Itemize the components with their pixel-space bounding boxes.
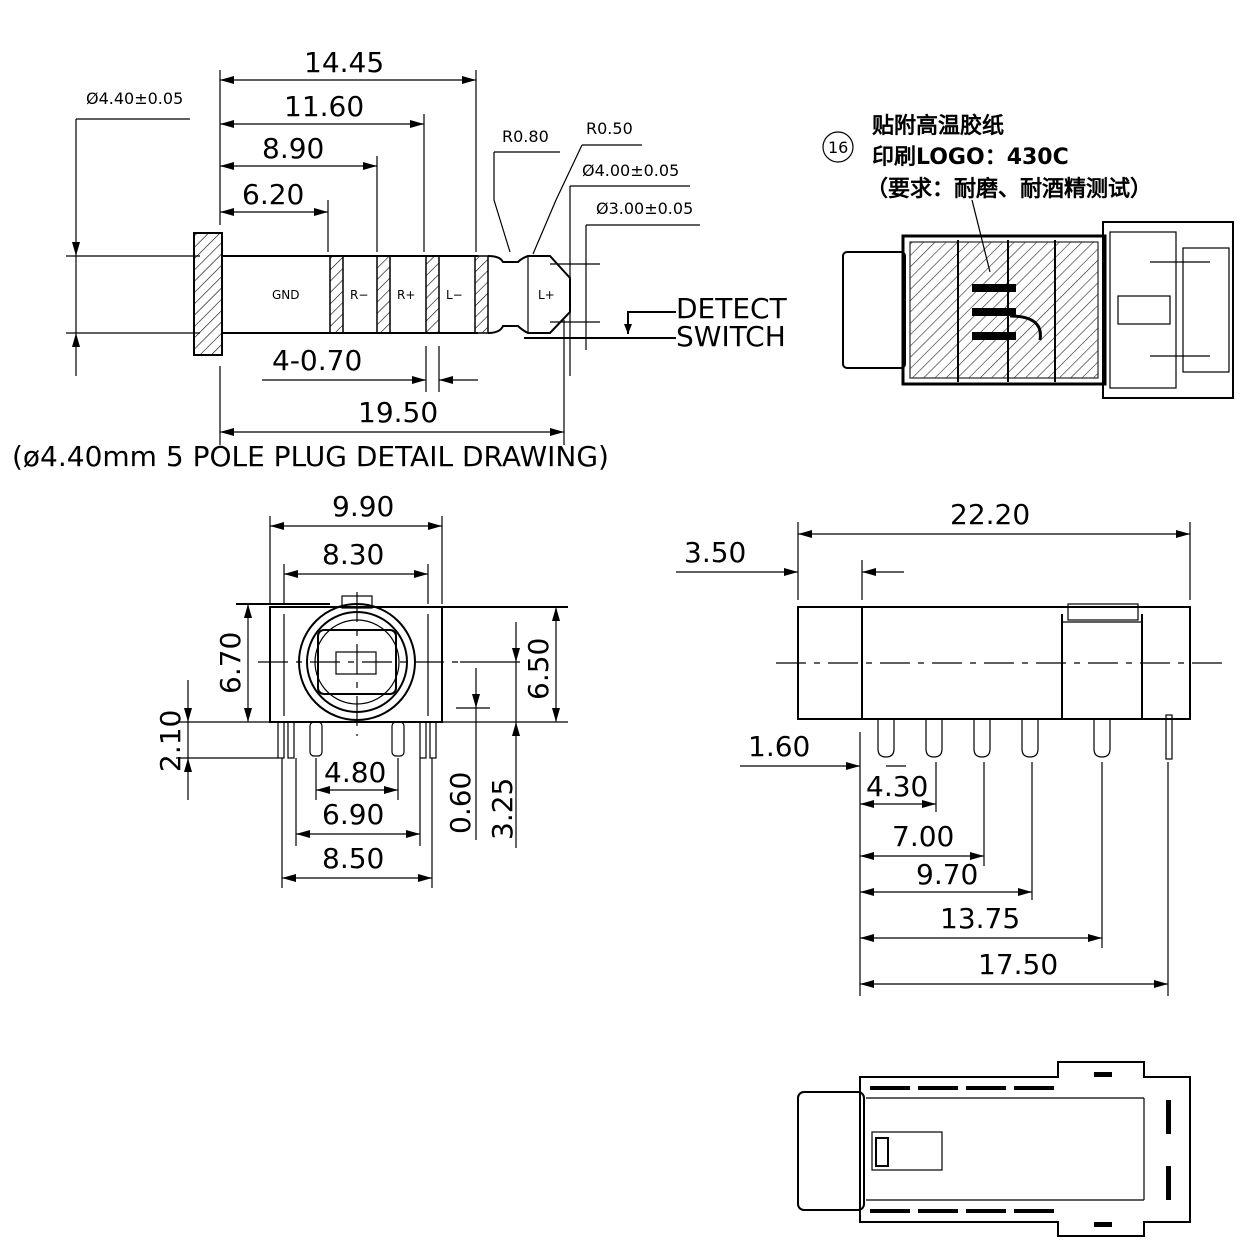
bottom-view — [797, 1061, 1191, 1237]
dim-pitch-13-75: 13.75 — [940, 902, 1020, 935]
dim-1-60: 1.60 — [748, 730, 810, 763]
dim-pitch-17-50: 17.50 — [978, 948, 1058, 981]
dim-3-50: 3.50 — [684, 536, 746, 569]
dim-dia-4-40: Ø4.40±0.05 — [86, 89, 183, 108]
dim-22-20: 22.20 — [950, 498, 1030, 531]
top-view: 16 贴附高温胶纸 印刷LOGO：430C （要求：耐磨、耐酒精测试） — [822, 113, 1234, 399]
dim-9-90: 9.90 — [332, 490, 394, 523]
dim-6-20: 6.20 — [242, 178, 304, 211]
dim-8-50: 8.50 — [322, 842, 384, 875]
segment-l-minus: L− — [446, 288, 463, 302]
side-view: 22.20 3.50 1.60 4.30 7.00 9.70 13.75 — [676, 498, 1230, 996]
dim-6-50: 6.50 — [522, 638, 555, 700]
plug-detail: GND R− R+ L− L+ 14.45 11.60 8.90 6.20 Ø4… — [12, 46, 788, 473]
dim-r-0-50: R0.50 — [586, 119, 633, 138]
note-line-2: 印刷LOGO：430C — [872, 145, 1069, 170]
dim-pitch-4-30: 4.30 — [866, 770, 928, 803]
dim-14-45: 14.45 — [304, 46, 384, 79]
segment-l-plus: L+ — [538, 288, 555, 302]
note-line-1: 贴附高温胶纸 — [872, 113, 1004, 139]
dim-ring-width: 4-0.70 — [272, 344, 362, 377]
front-view: 9.90 8.30 6.70 6.50 2.10 0.60 3.25 — [154, 490, 568, 888]
dim-pitch-7-00: 7.00 — [892, 820, 954, 853]
dim-0-60: 0.60 — [444, 772, 477, 834]
switch-label: SWITCH — [676, 320, 786, 353]
dim-8-30: 8.30 — [322, 538, 384, 571]
segment-r-minus: R− — [350, 288, 368, 302]
dim-2-10: 2.10 — [154, 710, 187, 772]
dim-6-70: 6.70 — [214, 632, 247, 694]
dim-r-0-80: R0.80 — [502, 127, 549, 146]
note-line-3: （要求：耐磨、耐酒精测试） — [866, 176, 1152, 202]
plug-caption: (ø4.40mm 5 POLE PLUG DETAIL DRAWING) — [12, 440, 609, 473]
dim-dia-4-00: Ø4.00±0.05 — [582, 161, 679, 180]
dim-dia-3-00: Ø3.00±0.05 — [596, 199, 693, 218]
note-number: 16 — [828, 138, 848, 157]
dim-19-50: 19.50 — [358, 396, 438, 429]
dim-3-25: 3.25 — [486, 778, 519, 840]
dim-4-80: 4.80 — [324, 756, 386, 789]
dim-6-90: 6.90 — [322, 798, 384, 831]
dim-8-90: 8.90 — [262, 132, 324, 165]
dim-pitch-9-70: 9.70 — [916, 858, 978, 891]
segment-r-plus: R+ — [397, 288, 415, 302]
segment-gnd: GND — [272, 288, 300, 302]
detect-label: DETECT — [676, 292, 788, 325]
dim-11-60: 11.60 — [284, 90, 364, 123]
